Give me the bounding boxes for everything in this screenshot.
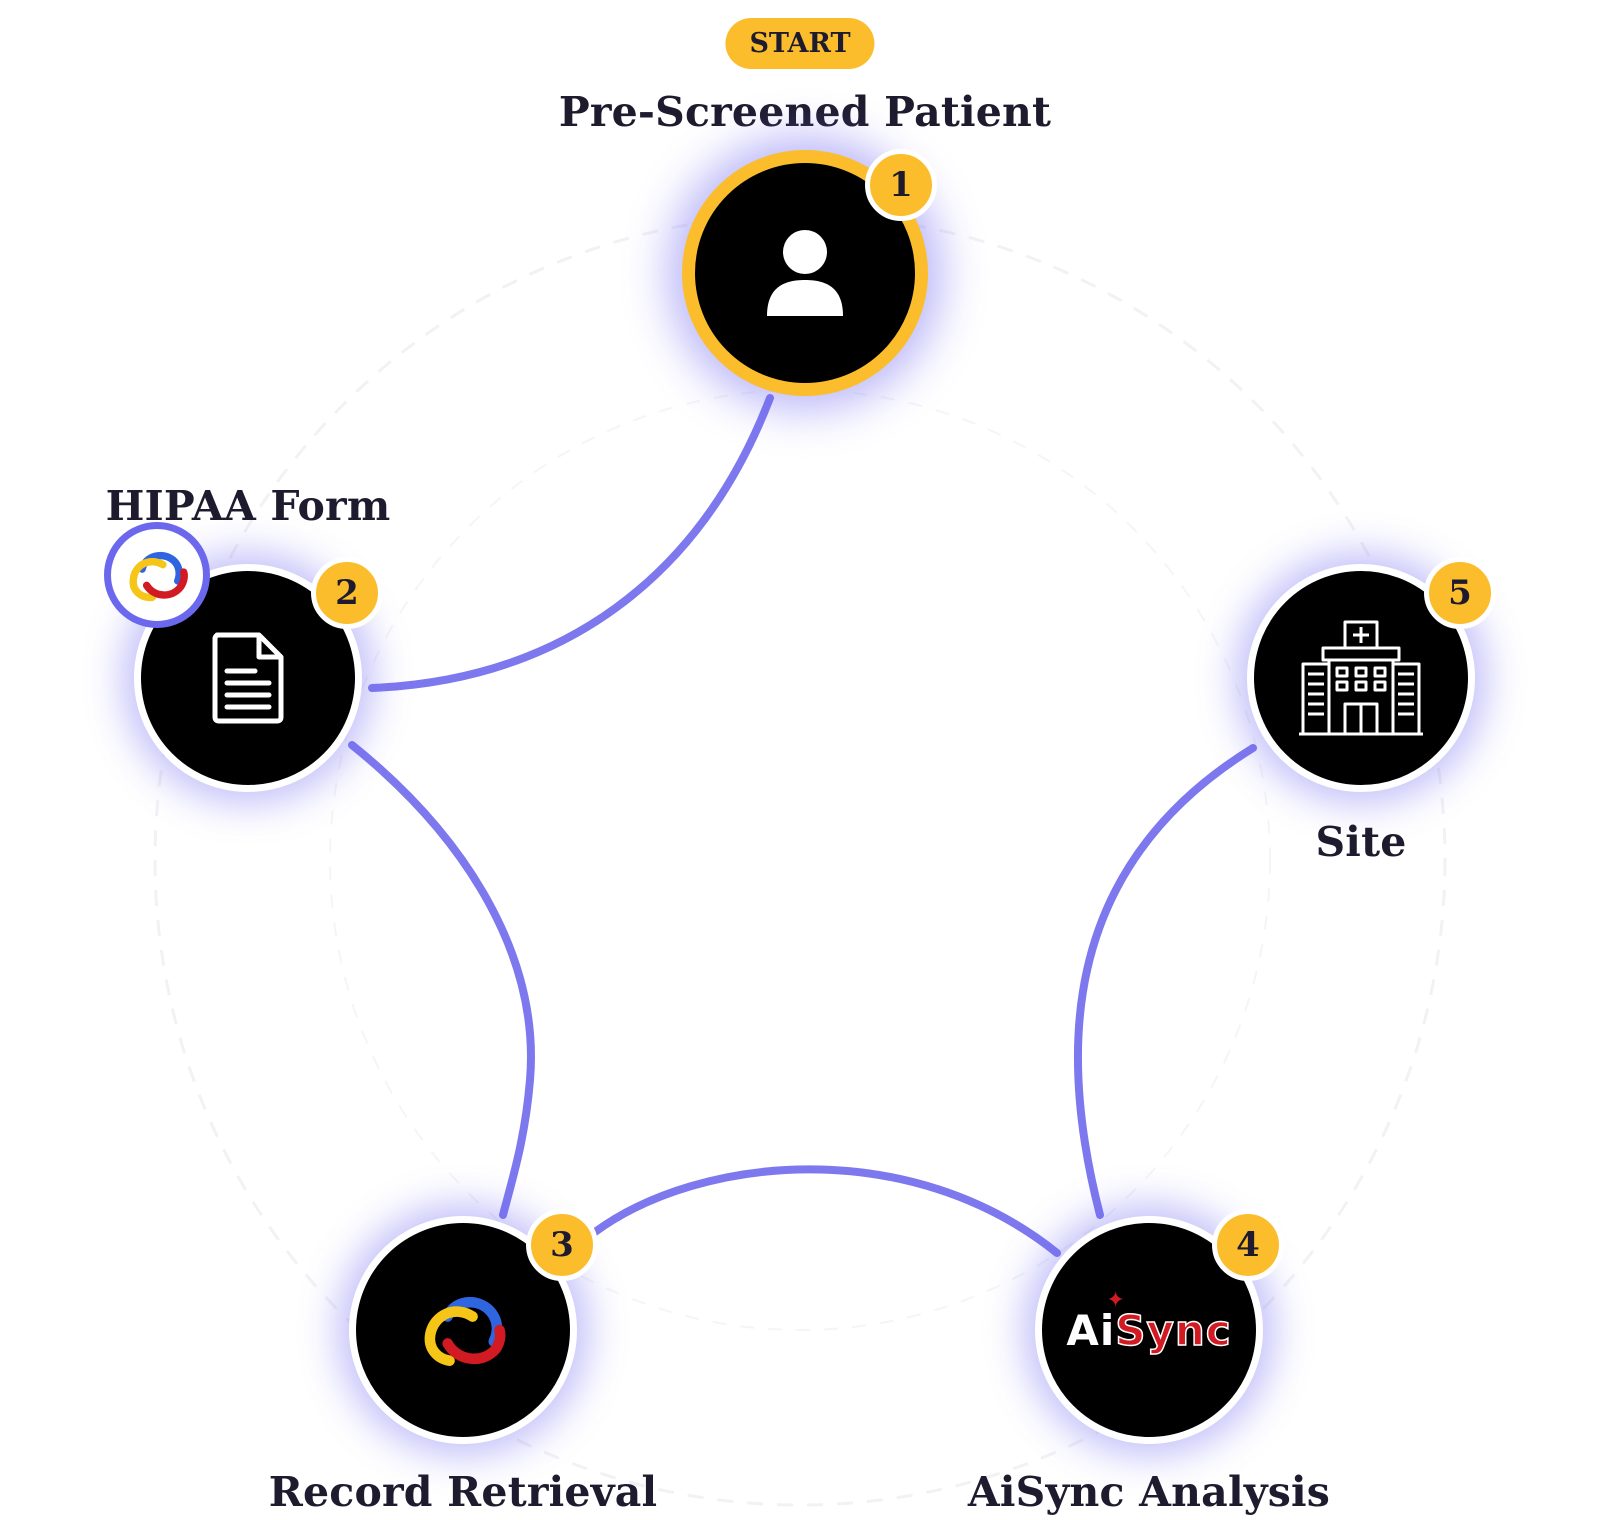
connector-4-5 [1073,744,1257,1219]
step-1-label: Pre-Screened Patient [558,88,1052,136]
swirl-mini-logo-icon [104,522,210,628]
connector-3-4 [591,1165,1061,1257]
step-4-node[interactable]: ✦ AiSync 4 [1035,1209,1284,1444]
step-5-node[interactable]: 5 [1247,557,1496,792]
swirl-logo-icon [424,1296,506,1366]
step-3-label: Record Retrieval [268,1468,658,1516]
aisync-logo-icon: ✦ AiSync [1066,1287,1232,1356]
connector-1-2 [368,394,774,692]
document-icon [212,632,284,724]
step-1-number-badge: 1 [865,149,937,221]
step-2-number-badge: 2 [311,557,383,629]
user-icon [767,230,843,316]
step-3-node[interactable]: 3 [349,1209,598,1444]
sparkle-icon: ✦ [1106,1287,1126,1313]
hospital-icon [1299,620,1423,736]
start-badge: START [725,18,875,69]
step-4-number-badge: 4 [1212,1209,1284,1281]
step-5-number-badge: 5 [1424,557,1496,629]
step-4-label: AiSync Analysis [967,1468,1331,1516]
step-1-node[interactable]: 1 [682,149,937,396]
connector-2-3 [348,741,535,1219]
step-5-label: Site [1315,818,1407,866]
step-3-number-badge: 3 [526,1209,598,1281]
